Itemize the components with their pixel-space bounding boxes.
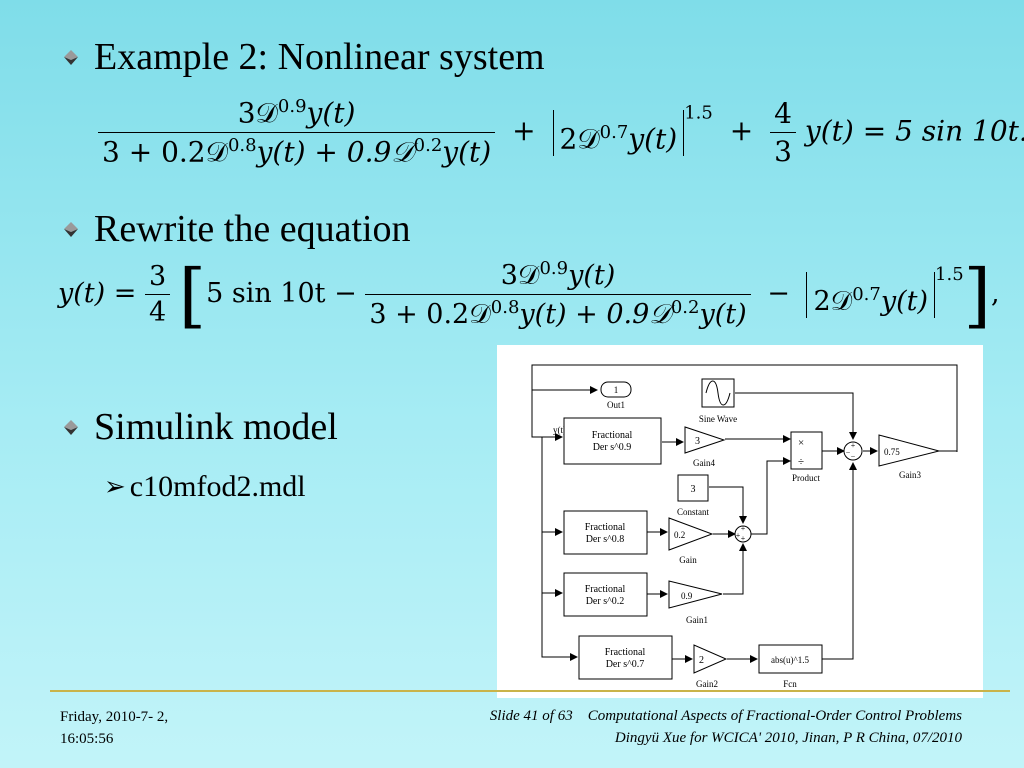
svg-text:÷: ÷: [798, 456, 804, 468]
footer-datetime: Friday, 2010-7- 2, 16:05:56: [60, 709, 169, 747]
svg-text:y(t): y(t): [553, 425, 566, 435]
equation-original: 3𝒟0.9y(t) 3 + 0.2𝒟0.8y(t) + 0.9𝒟0.2y(t) …: [98, 96, 1024, 170]
diamond-bullet-icon: [64, 420, 78, 435]
svg-text:0.75: 0.75: [884, 447, 900, 457]
simulink-diagram: 1 Out1 Sine Wave y(t) Fractional Der s^0…: [497, 345, 983, 698]
bullet-rewrite: Rewrite the equation: [62, 210, 411, 248]
svg-text:Der s^0.7: Der s^0.7: [606, 659, 645, 670]
svg-text:Der s^0.9: Der s^0.9: [593, 442, 632, 453]
svg-text:Gain3: Gain3: [899, 470, 921, 480]
bullet-text: Rewrite the equation: [94, 208, 411, 250]
svg-text:abs(u)^1.5: abs(u)^1.5: [771, 655, 809, 665]
diamond-bullet-icon: [64, 50, 78, 65]
bullet-example: Example 2: Nonlinear system: [62, 38, 545, 76]
svg-text:Product: Product: [792, 473, 820, 483]
svg-text:3: 3: [695, 436, 700, 447]
svg-text:Fractional: Fractional: [585, 584, 626, 595]
svg-text:Gain2: Gain2: [696, 679, 718, 689]
bullet-text: Example 2: Nonlinear system: [94, 36, 545, 78]
svg-text:+: +: [741, 534, 746, 543]
svg-text:Der s^0.2: Der s^0.2: [586, 596, 625, 607]
svg-text:Fractional: Fractional: [592, 430, 633, 441]
svg-text:×: ×: [798, 437, 804, 449]
svg-text:Constant: Constant: [677, 507, 710, 517]
footer-author: Dingyü Xue for WCICA' 2010, Jinan, P R C…: [614, 730, 962, 746]
svg-text:Der s^0.8: Der s^0.8: [586, 534, 625, 545]
footer-title: Computational Aspects of Fractional-Orde…: [587, 708, 962, 724]
svg-text:−: −: [846, 448, 851, 457]
svg-text:Out1: Out1: [607, 400, 625, 410]
svg-text:3: 3: [691, 484, 696, 495]
bullet-text: Simulink model: [94, 406, 338, 448]
arrow-bullet-icon: ➢: [104, 472, 126, 501]
diamond-bullet-icon: [64, 222, 78, 237]
sub-bullet-file: ➢ c10mfod2.mdl: [104, 470, 306, 503]
svg-text:+: +: [851, 441, 856, 450]
svg-text:Fractional: Fractional: [585, 522, 626, 533]
footer-info: Slide 41 of 63 Computational Aspects of …: [490, 705, 962, 749]
svg-text:Fcn: Fcn: [783, 679, 797, 689]
svg-text:0.2: 0.2: [674, 530, 685, 540]
svg-text:0.9: 0.9: [681, 591, 693, 601]
svg-text:Gain1: Gain1: [686, 615, 708, 625]
svg-text:2: 2: [699, 655, 704, 666]
bullet-simulink: Simulink model: [62, 408, 338, 446]
svg-text:Gain4: Gain4: [693, 458, 715, 468]
svg-text:−: −: [851, 452, 856, 461]
svg-text:1: 1: [614, 385, 619, 395]
svg-text:+: +: [741, 524, 746, 533]
svg-text:Fractional: Fractional: [605, 647, 646, 658]
slide-number: Slide 41 of 63: [489, 708, 573, 724]
svg-text:+: +: [736, 531, 741, 540]
svg-text:Sine Wave: Sine Wave: [699, 414, 737, 424]
svg-text:Gain: Gain: [679, 555, 697, 565]
footer-divider: [50, 690, 1010, 692]
